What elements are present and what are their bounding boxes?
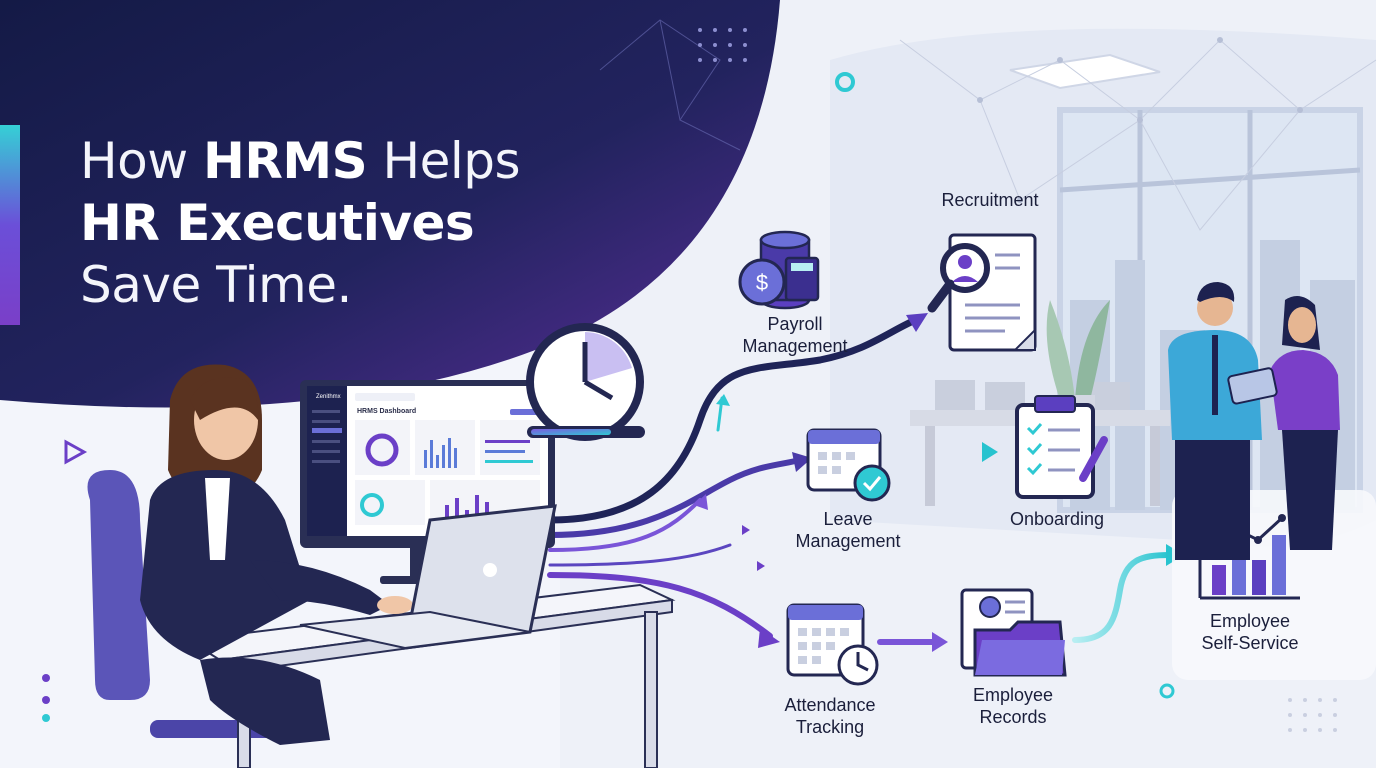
ring-ornament-top <box>835 72 855 92</box>
label-attendance: Attendance Tracking <box>740 694 920 738</box>
label-onboarding: Onboarding <box>967 508 1147 530</box>
label-recruitment: Recruitment <box>900 189 1080 211</box>
recruitment-icon <box>927 233 1037 352</box>
label-records: Employee Records <box>923 684 1103 728</box>
payroll-icon: $ <box>738 230 820 310</box>
label-payroll: Payroll Management <box>705 313 885 357</box>
dashboard-app-name: Zenithmx <box>316 394 341 400</box>
label-records-line1: Employee <box>972 685 1054 705</box>
dot-ornaments-left <box>42 674 50 722</box>
page-title: How HRMS Helps HR Executives Save Time. <box>80 130 521 316</box>
label-payroll-line1: Payroll <box>767 314 823 334</box>
title-line1-pre: How <box>80 132 203 190</box>
label-leave-line1: Leave <box>823 509 873 529</box>
woman-figure <box>140 364 413 745</box>
header-network-decoration <box>599 19 741 151</box>
label-self-service-line1: Employee <box>1209 611 1291 631</box>
label-self-service-line2: Self-Service <box>1201 633 1299 653</box>
dot-grid-top <box>698 28 747 62</box>
label-attendance-line1: Attendance <box>784 695 876 715</box>
label-leave-line2: Management <box>795 531 901 551</box>
label-payroll-line2: Management <box>742 336 848 356</box>
dot-grid-bottom <box>1288 698 1337 732</box>
man-figure <box>1168 282 1262 560</box>
leave-calendar-icon <box>806 428 891 502</box>
title-line2: HR Executives <box>80 194 475 252</box>
colleague-figure <box>1227 296 1340 550</box>
title-accent-bar <box>0 125 20 325</box>
svg-text:$: $ <box>756 270 768 295</box>
flow-lines <box>546 314 1173 645</box>
attendance-calendar-icon <box>786 603 879 686</box>
onboarding-clipboard-icon <box>1015 395 1108 499</box>
title-line3: Save Time. <box>80 256 352 314</box>
employee-records-icon <box>960 588 1067 677</box>
flow-arrowheads <box>590 313 1184 652</box>
header-dark-background <box>0 0 780 408</box>
ring-ornament-bottom <box>1159 683 1175 699</box>
title-line1-post: Helps <box>367 132 521 190</box>
play-ornament <box>64 439 88 465</box>
title-line1-bold: HRMS <box>202 132 368 190</box>
laptop <box>299 504 557 650</box>
label-onboarding-line1: Onboarding <box>1009 509 1105 529</box>
label-leave: Leave Management <box>758 508 938 552</box>
label-records-line2: Records <box>979 707 1047 727</box>
label-recruitment-line1: Recruitment <box>941 190 1039 210</box>
dashboard-title: HRMS Dashboard <box>357 408 416 415</box>
label-self-service: Employee Self-Service <box>1160 610 1340 654</box>
label-attendance-line2: Tracking <box>795 717 865 737</box>
clock-icon <box>526 323 645 441</box>
